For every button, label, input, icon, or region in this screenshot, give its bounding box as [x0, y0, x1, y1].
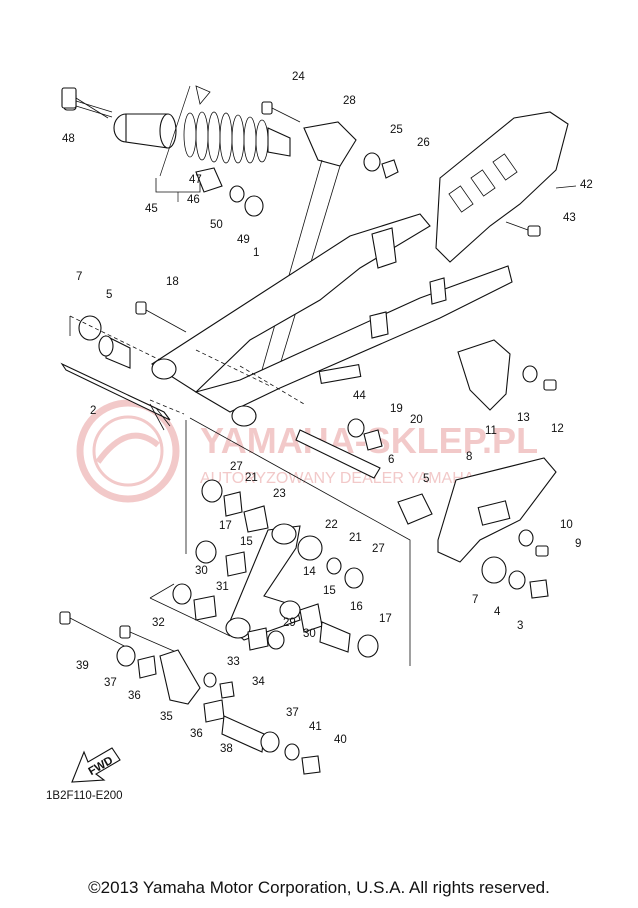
callout-15: 15 — [240, 536, 253, 548]
callout-47: 47 — [189, 174, 202, 186]
relay-arm-outline-box — [149, 417, 411, 666]
callout-20: 20 — [410, 414, 423, 426]
callout-50: 50 — [210, 219, 223, 231]
diagram-code: 1B2F110-E200 — [46, 790, 123, 802]
callout-28: 28 — [343, 95, 356, 107]
callout-37: 37 — [286, 707, 299, 719]
callout-17: 17 — [219, 520, 232, 532]
callout-3: 3 — [517, 620, 523, 632]
rear-axle — [295, 418, 433, 525]
callout-36: 36 — [190, 728, 203, 740]
callout-35: 35 — [160, 711, 173, 723]
chain-guard — [435, 111, 577, 263]
relay-arm-bushings — [172, 479, 379, 658]
callout-14: 14 — [303, 566, 316, 578]
fwd-arrow-icon: FWD — [71, 747, 121, 783]
callout-49: 49 — [237, 234, 250, 246]
callout-26: 26 — [417, 137, 430, 149]
callout-8: 8 — [466, 451, 472, 463]
callout-48: 48 — [62, 133, 75, 145]
callout-41: 41 — [309, 721, 322, 733]
callout-30: 30 — [303, 628, 316, 640]
callout-7: 7 — [472, 594, 478, 606]
pivot-collars — [69, 301, 187, 415]
callout-34: 34 — [252, 676, 265, 688]
callout-45: 45 — [145, 203, 158, 215]
callout-37: 37 — [104, 677, 117, 689]
callout-36: 36 — [128, 690, 141, 702]
callout-17: 17 — [379, 613, 392, 625]
callout-46: 46 — [187, 194, 200, 206]
pivot-shaft — [60, 362, 171, 431]
callout-4: 4 — [494, 606, 501, 618]
callout-2: 2 — [90, 405, 96, 417]
callout-5: 5 — [423, 473, 429, 485]
callout-13: 13 — [517, 412, 530, 424]
callout-25: 25 — [390, 124, 403, 136]
chain-puller — [457, 339, 557, 411]
callout-33: 33 — [227, 656, 240, 668]
callout-22: 22 — [325, 519, 338, 531]
callout-1: 1 — [253, 247, 259, 259]
callout-9: 9 — [575, 538, 581, 550]
connecting-rod — [59, 611, 321, 775]
callout-21: 21 — [245, 472, 258, 484]
relay-arm — [225, 523, 301, 641]
callout-7: 7 — [76, 271, 82, 283]
callout-5: 5 — [106, 289, 112, 301]
callout-10: 10 — [560, 519, 573, 531]
callout-30: 30 — [195, 565, 208, 577]
callout-39: 39 — [76, 660, 89, 672]
callout-23: 23 — [273, 488, 286, 500]
callout-43: 43 — [563, 212, 576, 224]
copyright-notice: ©2013 Yamaha Motor Corporation, U.S.A. A… — [88, 878, 550, 897]
callout-12: 12 — [551, 423, 564, 435]
callout-19: 19 — [390, 403, 403, 415]
chain-tensioner — [437, 457, 557, 599]
callout-44: 44 — [353, 390, 366, 402]
callout-16: 16 — [350, 601, 363, 613]
shock-bolt — [61, 87, 109, 119]
callout-38: 38 — [220, 743, 233, 755]
watermark-text-sub: AUTORYZOWANY DEALER YAMAHA — [200, 470, 475, 487]
rear-shock-absorber — [63, 85, 291, 202]
callout-29: 29 — [283, 617, 296, 629]
callout-31: 31 — [216, 581, 229, 593]
callout-11: 11 — [485, 425, 497, 437]
callout-40: 40 — [334, 734, 347, 746]
shock-collar-nut-washer — [195, 167, 264, 217]
callout-24: 24 — [292, 71, 305, 83]
callout-18: 18 — [166, 276, 179, 288]
swingarm — [150, 213, 513, 427]
callout-21: 21 — [349, 532, 362, 544]
callout-27: 27 — [372, 543, 385, 555]
callout-32: 32 — [152, 617, 165, 629]
callout-15: 15 — [323, 585, 336, 597]
callout-6: 6 — [388, 454, 394, 466]
callout-27: 27 — [230, 461, 243, 473]
callout-42: 42 — [580, 179, 593, 191]
